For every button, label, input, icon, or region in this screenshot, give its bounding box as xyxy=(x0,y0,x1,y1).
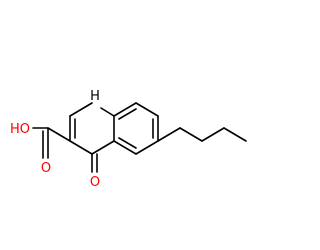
bond-c8a-c8-inner xyxy=(118,108,137,120)
ketone-oxygen-label: O xyxy=(90,175,100,190)
bond-c8a-c8 xyxy=(113,102,137,117)
bond-c3-cacid xyxy=(47,127,71,142)
nh-hydrogen-label: H xyxy=(90,89,100,104)
bond-butyl-2 xyxy=(179,127,203,142)
bond-layer xyxy=(32,102,247,173)
bond-c3-c4 xyxy=(69,140,93,155)
acid-carbonyl-oxygen-label: O xyxy=(41,161,51,176)
hydroxyl-label: HO xyxy=(10,122,30,137)
atom-label-layer: H N HO O O xyxy=(10,89,100,190)
bond-c5-c4a xyxy=(113,140,137,155)
bond-butyl-3 xyxy=(201,127,225,142)
bond-c4-c4a xyxy=(91,140,115,155)
bond-n1-c2 xyxy=(69,102,93,117)
bond-c6-c5 xyxy=(135,140,159,155)
bond-butyl-1 xyxy=(157,127,181,142)
molecule-diagram: H N HO O O xyxy=(10,89,247,190)
bond-butyl-4 xyxy=(223,127,247,142)
bond-c8a-n1 xyxy=(100,107,115,117)
bond-c5-c4a-inner xyxy=(118,137,137,149)
bond-c8-c7 xyxy=(135,102,159,117)
